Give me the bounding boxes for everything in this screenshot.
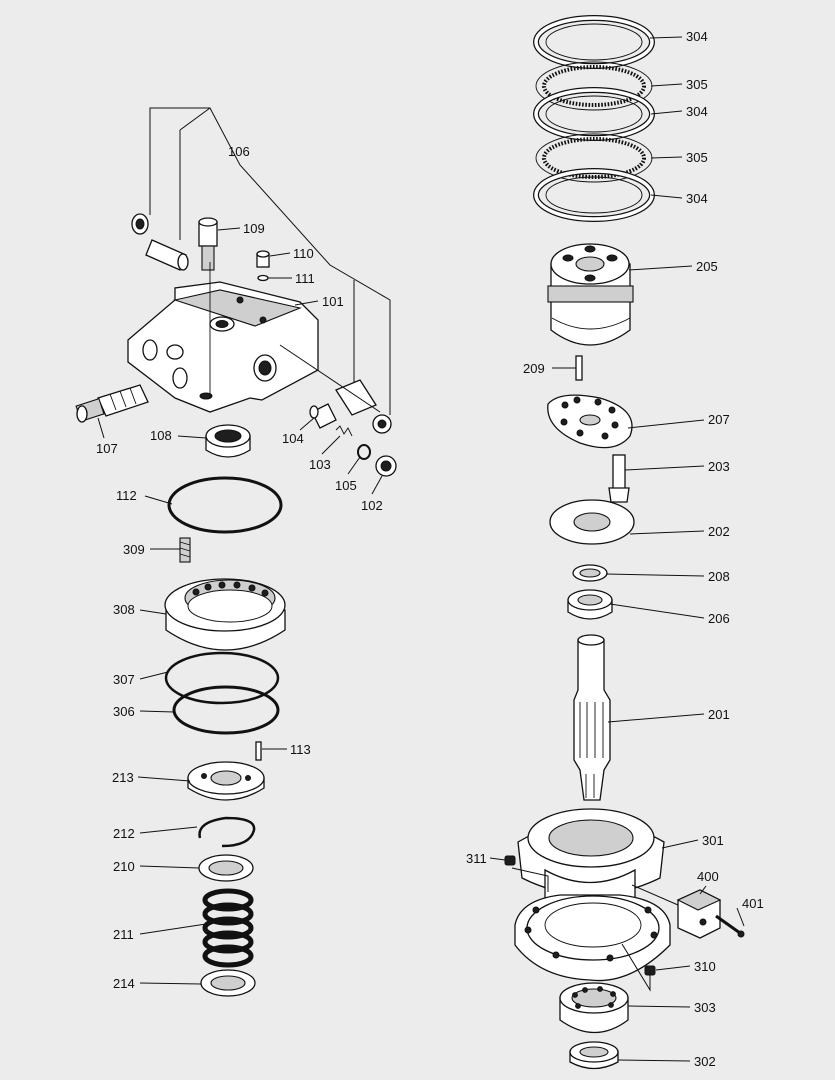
washer-111 [257,274,269,282]
label-400: 400 [697,869,719,884]
label-309: 309 [123,542,145,557]
drive-shaft-201 [573,634,611,801]
washer-208 [572,564,608,582]
label-304-bottom: 304 [686,191,708,206]
label-209: 209 [523,361,545,376]
valve-body-101 [127,262,319,413]
spool-104 [309,403,337,429]
bearing-303 [559,982,629,1033]
label-206: 206 [708,611,730,626]
leader-lines [97,36,745,1062]
o-ring-105 [357,444,371,460]
label-208: 208 [708,569,730,584]
label-303: 303 [694,1000,716,1015]
oil-seal-302 [569,1041,619,1070]
friction-plate-304-bottom [533,168,655,222]
friction-plate-304-top [533,15,655,69]
label-111: 111 [295,271,315,286]
label-214: 214 [113,976,135,991]
o-ring-306 [172,685,280,735]
label-301: 301 [702,833,724,848]
housing-301 [517,808,665,924]
label-107: 107 [96,441,118,456]
label-401: 401 [742,896,764,911]
plunger-106-upper [131,213,189,271]
label-202: 202 [708,524,730,539]
plug-311 [504,855,516,866]
label-105: 105 [335,478,357,493]
valve-plate-207 [547,394,633,449]
label-110: 110 [293,246,314,261]
plug-102 [375,455,397,477]
label-213: 213 [112,770,134,785]
pin-209 [575,355,583,381]
spring-309 [179,537,191,563]
friction-plate-304-middle [533,87,655,141]
snap-ring-212 [198,816,256,848]
label-210: 210 [113,859,135,874]
bearing-108 [205,424,251,458]
bearing-206 [567,589,613,620]
relief-valve-107 [75,384,149,423]
bolt-401 [715,914,745,938]
label-108: 108 [150,428,172,443]
spacer-210 [198,854,254,882]
label-205: 205 [696,259,718,274]
label-104: 104 [282,431,304,446]
label-305-bottom: 305 [686,150,708,165]
spring-103 [335,425,353,437]
label-304-top: 304 [686,29,708,44]
label-201: 201 [708,707,730,722]
label-311: 311 [466,851,487,866]
o-ring-112 [167,476,283,534]
cap-screw-109 [198,217,218,271]
label-304-middle: 304 [686,104,708,119]
spacer-214 [200,969,256,997]
separator-plate-305-top [535,61,653,111]
valve-block-400 [676,889,722,939]
cylinder-block-205 [547,243,634,346]
label-306: 306 [113,704,135,719]
label-112: 112 [116,488,137,503]
label-308: 308 [113,602,135,617]
part-number-labels: 304 305 304 305 304 106 109 110 111 101 … [96,29,764,1069]
label-113: 113 [290,742,311,757]
label-307: 307 [113,672,135,687]
brake-piston-308 [164,578,286,651]
shoe-plate-202 [549,499,635,545]
label-103: 103 [309,457,331,472]
label-106: 106 [228,144,250,159]
label-305-top: 305 [686,77,708,92]
label-212: 212 [113,826,135,841]
group-bracket-106 [149,107,391,415]
label-109: 109 [243,221,265,236]
label-101: 101 [322,294,344,309]
pin-113 [255,741,262,761]
piston-203 [608,454,630,503]
o-ring-307 [164,651,280,705]
label-302: 302 [694,1054,716,1069]
label-310: 310 [694,959,716,974]
coil-spring-211 [202,888,254,968]
label-211: 211 [113,927,134,942]
label-203: 203 [708,459,730,474]
screw-110 [256,250,270,268]
spring-seat-213 [187,761,265,801]
label-207: 207 [708,412,730,427]
label-102: 102 [361,498,383,513]
